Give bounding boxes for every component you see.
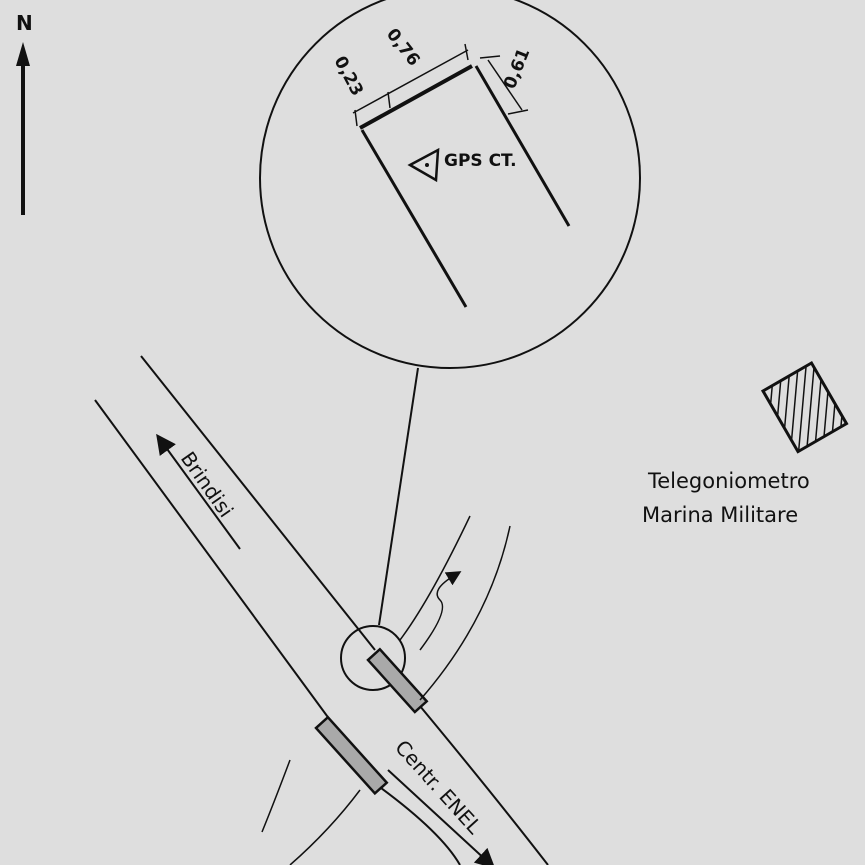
detail-leader-line (378, 367, 419, 626)
gps-label: GPS CT. (444, 151, 517, 171)
north-arrow-icon (16, 42, 30, 215)
dim-offset-label: 0,23 (330, 53, 367, 99)
bridge-parapet-west (314, 715, 389, 796)
to-brindisi-arrow (156, 433, 241, 550)
north-label: N (16, 11, 33, 35)
gps-pillar-detail (352, 43, 571, 308)
stream (261, 515, 511, 865)
brindisi-label: Brindisi (176, 447, 238, 522)
pillar-location-circle (340, 625, 406, 691)
hatched-building-icon (760, 360, 849, 454)
landmark-line1: Telegoniometro (647, 469, 810, 493)
dim-depth-label: 0,61 (500, 45, 534, 91)
bridge-parapet-east (366, 647, 429, 714)
enel-label: Centr. ENEL (390, 735, 487, 839)
landmark-line2: Marina Militare (642, 503, 798, 527)
gps-triangle-icon (407, 147, 440, 183)
to-enel-arrow (387, 769, 496, 865)
road (94, 355, 549, 865)
detail-circle (259, 0, 641, 369)
dim-width-label: 0,76 (382, 25, 424, 70)
stream-arrow-icon (419, 571, 462, 651)
